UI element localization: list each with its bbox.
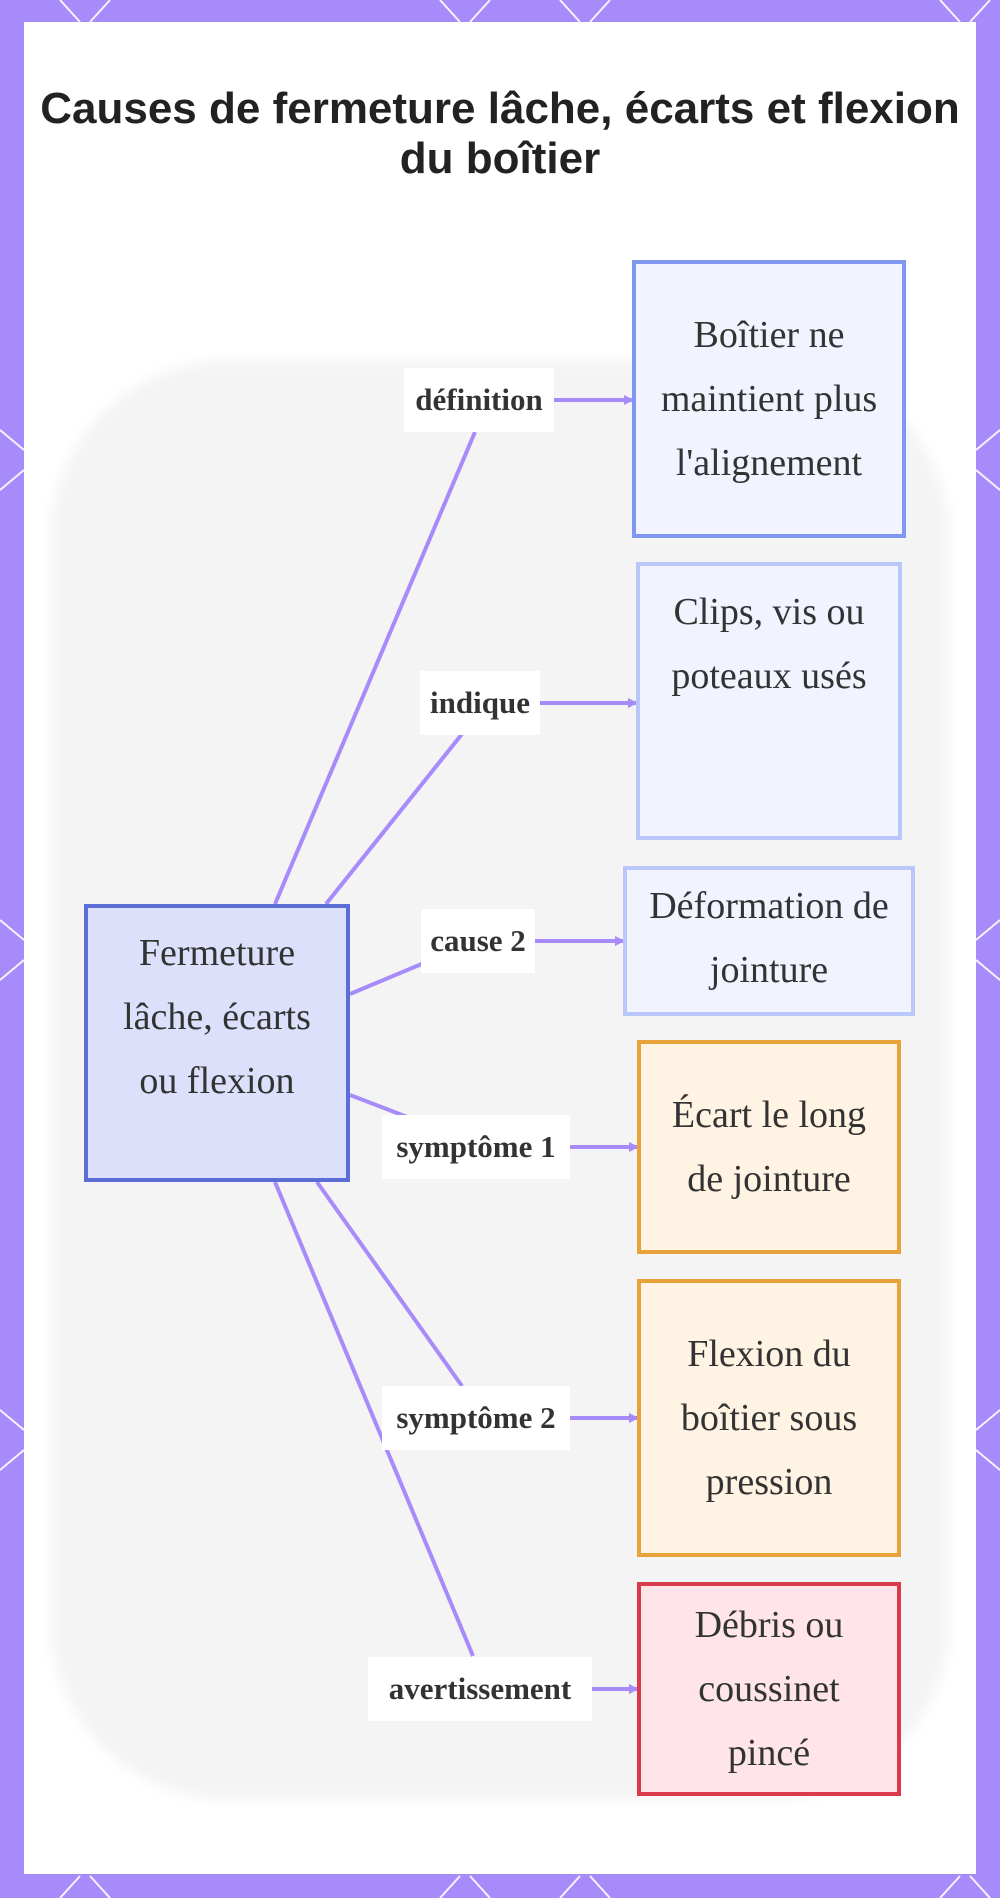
target-node-symptome-2: Flexion du boîtier sous pression — [637, 1279, 901, 1557]
edge-label-symptome-2: symptôme 2 — [382, 1386, 570, 1450]
edge-label-avertissement: avertissement — [368, 1657, 592, 1721]
edge-line — [349, 1093, 411, 1120]
target-node-symptome-1: Écart le long de jointure — [637, 1040, 901, 1254]
edge-line — [273, 1181, 475, 1657]
target-node-avertissement: Débris ou coussinet pincé — [637, 1582, 901, 1796]
target-node-indique: Clips, vis ou poteaux usés — [636, 562, 902, 840]
edge-line — [273, 431, 477, 905]
target-node-definition: Boîtier ne maintient plus l'alignement — [632, 260, 906, 538]
edge-line — [315, 1180, 464, 1388]
edge-label-definition: définition — [404, 368, 554, 432]
edge-line — [324, 732, 464, 906]
diagram-title: Causes de fermeture lâche, écarts et fle… — [40, 84, 960, 183]
center-node: Fermeture lâche, écarts ou flexion — [84, 904, 350, 1182]
edge-line — [349, 961, 425, 996]
edge-label-symptome-1: symptôme 1 — [382, 1115, 570, 1179]
edge-label-cause-2: cause 2 — [421, 909, 535, 973]
edge-label-indique: indique — [420, 671, 540, 735]
target-node-cause-2: Déformation de jointure — [623, 866, 915, 1016]
